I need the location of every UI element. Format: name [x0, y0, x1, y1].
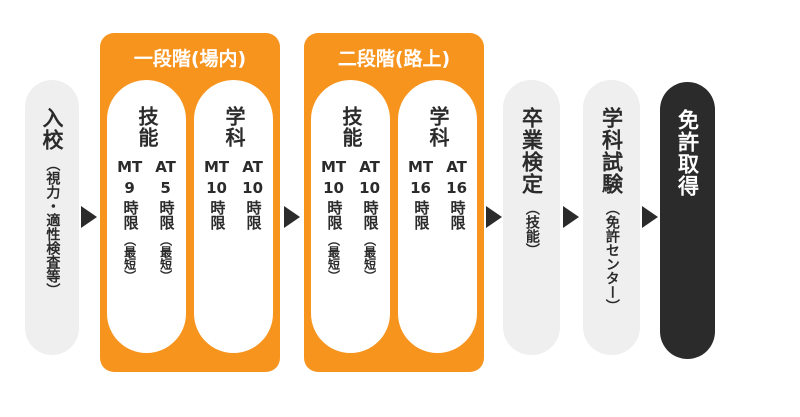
step-graduation-title: 卒業検定 [519, 107, 544, 195]
transmission-label: AT [446, 158, 467, 176]
mt-hours-column: MT 10 時限 （最短） [321, 159, 346, 282]
stage-2-skill-pill: 技能 MT 10 時限 （最短） AT 10 時限 （最短） [311, 80, 390, 353]
hours-columns: MT 10 時限 （最短） AT 10 時限 （最短） [321, 159, 380, 282]
hours-unit: 時限 [121, 200, 140, 230]
at-hours-column: AT 10 時限 （最短） [359, 159, 380, 282]
step-written-exam-subtitle: （免許センター） [603, 201, 620, 313]
stage-2-block: 二段階(路上) 技能 MT 10 時限 （最短） AT 10 時限 （最短） [304, 33, 484, 372]
minimum-note: （最短） [122, 234, 137, 282]
skill-pill-heading: 技能 [135, 106, 159, 148]
minimum-note: （最短） [158, 234, 173, 282]
minimum-note: （最短） [326, 234, 341, 282]
hours-value: 5 [160, 178, 171, 197]
stage-1-pills: 技能 MT 9 時限 （最短） AT 5 時限 （最短） [100, 80, 280, 353]
hours-value: 10 [242, 178, 264, 197]
stage-2-title: 二段階(路上) [337, 48, 451, 70]
step-written-exam-pill: 学科試験 （免許センター） [583, 80, 640, 355]
transmission-label: MT [203, 158, 230, 176]
hours-value: 16 [446, 178, 468, 197]
step-entrance-subtitle: （視力・適性検査等） [44, 157, 61, 297]
transmission-label: AT [155, 158, 176, 176]
skill-pill-heading: 技能 [339, 106, 363, 148]
hours-unit: 時限 [244, 200, 263, 230]
transmission-label: AT [242, 158, 263, 176]
stage-1-academic-pill: 学科 MT 10 時限 AT 10 時限 [194, 80, 273, 353]
transmission-label: MT [117, 158, 143, 176]
arrow-right-icon [642, 206, 658, 228]
step-graduation-pill: 卒業検定 （技能） [503, 80, 560, 355]
hours-unit: 時限 [157, 200, 176, 230]
minimum-note: （最短） [362, 234, 377, 282]
stage-1-skill-pill: 技能 MT 9 時限 （最短） AT 5 時限 （最短） [107, 80, 186, 353]
step-license-text: 免許取得 [675, 82, 700, 359]
stage-2-pills: 技能 MT 10 時限 （最短） AT 10 時限 （最短） [304, 80, 484, 353]
hours-value: 10 [359, 178, 381, 197]
hours-unit: 時限 [208, 200, 227, 230]
hours-value: 16 [410, 178, 431, 197]
hours-unit: 時限 [325, 200, 344, 230]
academic-pill-heading: 学科 [222, 106, 246, 148]
step-entrance-title: 入校 [40, 107, 65, 151]
arrow-right-icon [284, 206, 300, 228]
academic-pill-heading: 学科 [426, 106, 450, 148]
transmission-label: AT [359, 158, 380, 176]
stage-1-title: 一段階(場内) [133, 48, 247, 70]
step-entrance-pill: 入校 （視力・適性検査等） [25, 80, 79, 355]
stage-1-block: 一段階(場内) 技能 MT 9 時限 （最短） AT 5 時限 （最短） [100, 33, 280, 372]
hours-value: 10 [323, 178, 344, 197]
step-graduation-subtitle: （技能） [523, 201, 540, 257]
step-written-exam-text: 学科試験 （免許センター） [599, 80, 624, 355]
transmission-label: MT [407, 158, 434, 176]
hours-value: 9 [124, 178, 135, 197]
arrow-right-icon [81, 206, 97, 228]
mt-hours-column: MT 16 時限 [408, 159, 433, 234]
hours-unit: 時限 [412, 200, 431, 230]
hours-unit: 時限 [448, 200, 467, 230]
step-entrance-text: 入校 （視力・適性検査等） [40, 80, 65, 355]
mt-hours-column: MT 10 時限 [204, 159, 229, 234]
step-written-exam-title: 学科試験 [599, 107, 624, 195]
at-hours-column: AT 5 時限 （最短） [155, 159, 176, 282]
transmission-label: MT [320, 158, 347, 176]
mt-hours-column: MT 9 時限 （最短） [117, 159, 142, 282]
hours-columns: MT 16 時限 AT 16 時限 [408, 159, 467, 234]
arrow-right-icon [486, 206, 502, 228]
arrow-right-icon [563, 206, 579, 228]
at-hours-column: AT 10 時限 [242, 159, 263, 234]
hours-unit: 時限 [361, 200, 380, 230]
hours-value: 10 [206, 178, 227, 197]
hours-columns: MT 10 時限 AT 10 時限 [204, 159, 263, 234]
at-hours-column: AT 16 時限 [446, 159, 467, 234]
hours-columns: MT 9 時限 （最短） AT 5 時限 （最短） [117, 159, 176, 282]
stage-2-academic-pill: 学科 MT 16 時限 AT 16 時限 [398, 80, 477, 353]
step-license-title: 免許取得 [675, 109, 700, 197]
step-license-pill: 免許取得 [660, 82, 715, 359]
step-graduation-text: 卒業検定 （技能） [519, 80, 544, 355]
